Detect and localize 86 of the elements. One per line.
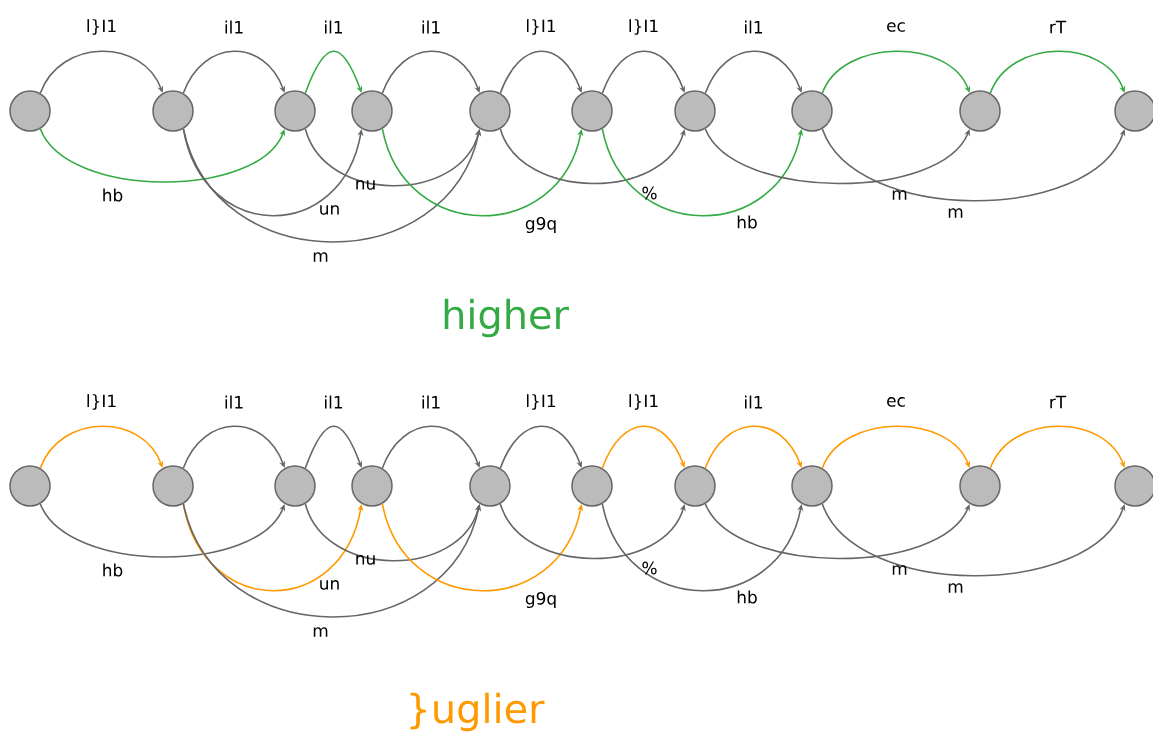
arrow (499, 50, 583, 94)
edge-label: il1 (225, 20, 243, 34)
state-circle (9, 465, 51, 507)
arrow (39, 128, 285, 183)
edge-label: ec (887, 397, 905, 407)
arrow (381, 50, 481, 94)
edge-label: un (320, 580, 339, 590)
edge-label: ec (887, 22, 905, 32)
state-circle (791, 465, 833, 507)
arrow (39, 50, 164, 94)
edge-label: rT (1050, 395, 1067, 409)
arrow (304, 503, 481, 562)
state-circle (351, 465, 393, 507)
state-circle (152, 90, 194, 132)
arrow (989, 425, 1126, 469)
edge-label: l}I1 (87, 19, 116, 35)
edge-label: nu (356, 555, 375, 565)
arrow (704, 50, 803, 94)
edge-label: l}I1 (87, 394, 116, 410)
edge-label: nu (356, 180, 375, 190)
edge-label: un (320, 205, 339, 215)
state-circle (571, 465, 613, 507)
edge-label: hb (737, 215, 757, 229)
edge-label: il1 (422, 20, 440, 34)
edge-label: hb (103, 188, 123, 202)
edge-label: m (948, 583, 963, 593)
state-circle (791, 90, 833, 132)
state-circle (274, 465, 316, 507)
arrow (182, 50, 286, 94)
state-circle (674, 90, 716, 132)
state-circle (959, 465, 1001, 507)
arrow (704, 503, 970, 560)
state-circle (351, 90, 393, 132)
edge-label: rT (1050, 20, 1067, 34)
arrow (499, 425, 583, 469)
arrow (381, 425, 481, 469)
arrow (304, 50, 363, 94)
state-circle (274, 90, 316, 132)
arrow (304, 128, 481, 187)
edge-label: m (313, 252, 328, 262)
edge-label: m (892, 190, 907, 200)
arrow (821, 425, 971, 469)
edge-label: m (313, 627, 328, 637)
state-circle (959, 90, 1001, 132)
arrow (601, 50, 686, 94)
edge-label: il1 (422, 395, 440, 409)
edge-label: hb (737, 590, 757, 604)
state-circle (571, 90, 613, 132)
edge-label: il1 (745, 20, 763, 34)
state-circle (1114, 90, 1153, 132)
edge-label: g9q (525, 216, 556, 234)
state-circle (9, 90, 51, 132)
arrow (821, 128, 1126, 202)
edge-label: il1 (325, 20, 343, 34)
edge-label: il1 (225, 395, 243, 409)
arrow (304, 425, 363, 469)
edge-label: % (642, 186, 657, 200)
arrow (704, 425, 803, 469)
arrow (499, 503, 686, 560)
lattice-caption: higher (444, 298, 569, 338)
edge-label: l}I1 (526, 394, 556, 410)
arrow (821, 503, 1126, 577)
state-circle (469, 90, 511, 132)
lattice-caption: }uglier (410, 692, 545, 732)
edge-label: l}I1 (629, 19, 658, 35)
state-circle (674, 465, 716, 507)
arrow (499, 128, 686, 185)
arrow (704, 128, 970, 185)
state-circle (152, 465, 194, 507)
arrow (39, 425, 164, 469)
state-circle (469, 465, 511, 507)
state-circle (1114, 465, 1153, 507)
arrow (39, 503, 285, 558)
arrow (989, 50, 1126, 94)
edge-label: il1 (325, 395, 343, 409)
edge-label: l}I1 (629, 394, 658, 410)
arrow (182, 425, 286, 469)
arrow (821, 50, 971, 94)
edge-label: hb (103, 563, 123, 577)
edge-label: g9q (525, 591, 556, 608)
arrow (601, 425, 686, 469)
edge-label: % (642, 561, 657, 575)
edge-label: l}I1 (526, 19, 556, 35)
edge-label: il1 (745, 395, 763, 409)
edge-label: m (892, 565, 907, 575)
edge-label: m (948, 208, 963, 218)
